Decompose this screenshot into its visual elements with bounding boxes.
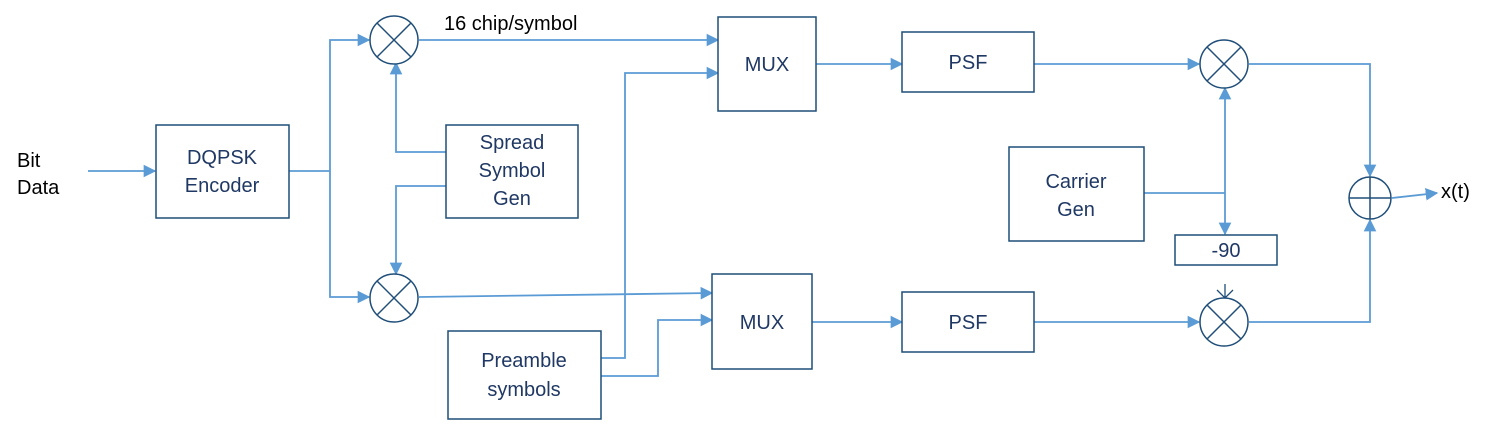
wire-preamble-to-top-mux [601, 66, 720, 359]
spread-symbol-gen-block: Spread Symbol Gen [445, 124, 579, 219]
wire-to-top-mixer [329, 33, 371, 171]
mux-bottom-label: MUX [740, 312, 784, 334]
wire-bottom-mixer-to-mux [418, 286, 714, 300]
multiplier-bottom-carrier [1199, 297, 1249, 347]
input-label-2: Data [17, 177, 60, 199]
wire-to-bottom-mixer [329, 171, 371, 304]
wire-spread-to-top-mixer [389, 61, 446, 153]
psf-top-label: PSF [949, 52, 988, 74]
phase-shift-label: -90 [1212, 240, 1241, 262]
output-label: x(t) [1441, 181, 1470, 203]
preamble-label-2: symbols [487, 379, 560, 401]
mux-top-block: MUX [717, 16, 817, 112]
mux-top-label: MUX [745, 54, 789, 76]
wire-top-mixer-to-sum [1249, 63, 1377, 178]
dqpsk-encoder-block: DQPSK Encoder [155, 124, 290, 219]
wire-spread-to-bottom-mixer [389, 185, 446, 276]
chip-rate-label: 16 chip/symbol [444, 13, 577, 35]
spread-gen-label-1: Spread [480, 132, 545, 154]
preamble-label-1: Preamble [481, 350, 567, 372]
mux-bottom-block: MUX [711, 273, 813, 370]
carrier-gen-label-2: Gen [1057, 199, 1095, 221]
multiplier-bottom-spread [369, 273, 419, 323]
carrier-gen-block: Carrier Gen [1008, 146, 1145, 242]
wire-preamble-to-bottom-mux [601, 313, 714, 377]
psf-top-block: PSF [901, 31, 1035, 93]
phase-shift-block: -90 [1174, 234, 1278, 266]
summer [1348, 176, 1392, 220]
preamble-symbols-block: Preamble symbols [447, 330, 602, 420]
wire-bottom-mixer-to-sum [1249, 218, 1377, 323]
wire-sum-to-output [1391, 187, 1439, 201]
spread-gen-label-2: Symbol [479, 160, 546, 182]
psf-bottom-label: PSF [949, 312, 988, 334]
connections [88, 33, 1439, 377]
multiplier-top-carrier [1199, 39, 1249, 89]
dqpsk-encoder-label-1: DQPSK [187, 147, 258, 169]
input-label-1: Bit [17, 150, 41, 172]
psf-bottom-block: PSF [901, 291, 1035, 353]
wire-phase-to-bottom-mixer [1216, 284, 1234, 299]
multiplier-top-spread [369, 15, 419, 65]
carrier-gen-label-1: Carrier [1045, 171, 1106, 193]
dqpsk-encoder-label-2: Encoder [185, 175, 260, 197]
spread-gen-label-3: Gen [493, 188, 531, 210]
